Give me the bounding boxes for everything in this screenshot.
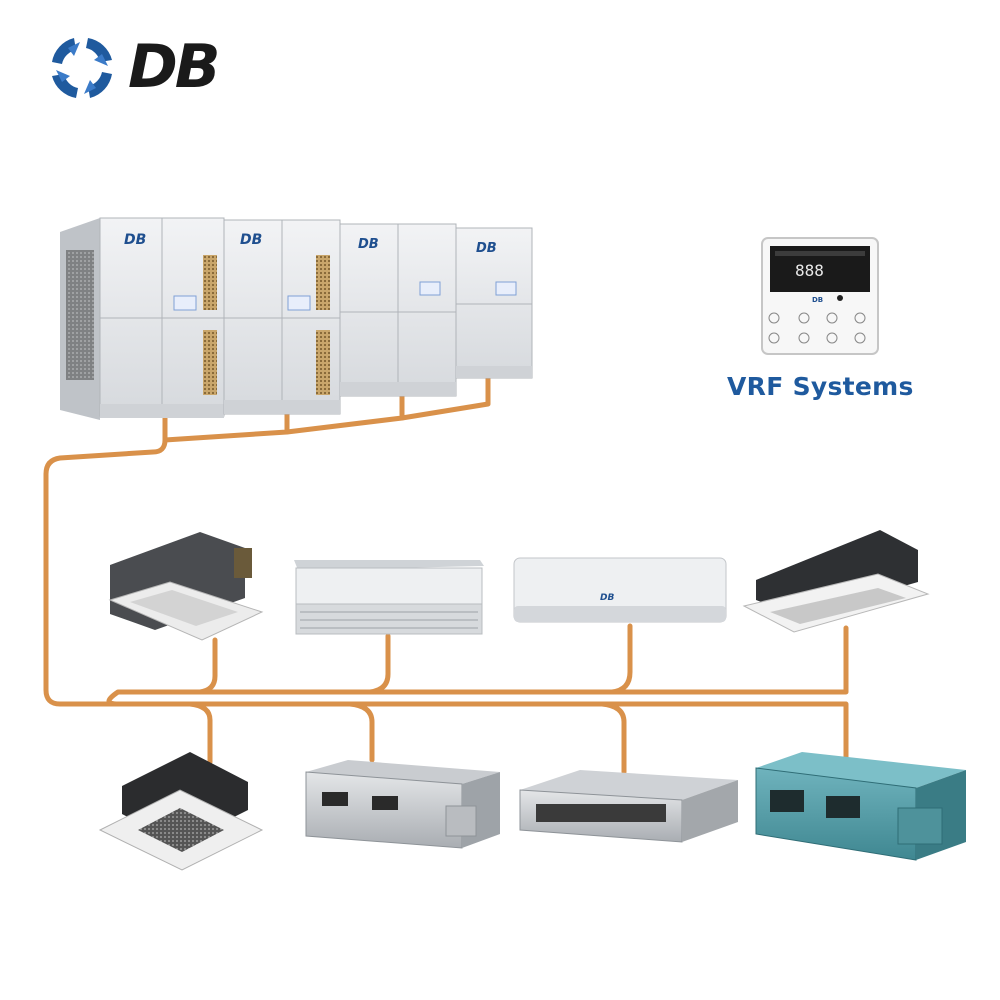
wired-remote-controller: 888 DB bbox=[761, 237, 879, 355]
one-way-cassette-unit-icon bbox=[742, 530, 930, 633]
fan-swirl-logo-icon bbox=[52, 38, 112, 98]
svg-text:DB: DB bbox=[124, 232, 146, 248]
high-static-ducted-unit-icon bbox=[755, 752, 966, 861]
svg-text:DB: DB bbox=[358, 237, 379, 252]
refrigerant-piping bbox=[43, 369, 849, 775]
svg-text:DB: DB bbox=[600, 593, 614, 603]
caption-title: VRF Systems bbox=[727, 372, 914, 401]
outdoor-unit: DB bbox=[455, 227, 533, 379]
remote-brand: DB bbox=[812, 296, 823, 304]
cassette-unit-icon bbox=[108, 532, 264, 641]
svg-text:DB: DB bbox=[240, 232, 262, 248]
remote-display: 888 bbox=[795, 261, 824, 280]
svg-text:DB: DB bbox=[476, 241, 497, 256]
brand-logo-text: DB bbox=[128, 32, 221, 102]
outdoor-unit: DB bbox=[60, 217, 225, 420]
outdoor-unit: DB bbox=[223, 219, 341, 415]
slim-ducted-unit-icon bbox=[519, 770, 738, 843]
floor-ceiling-unit-icon bbox=[294, 560, 484, 635]
wall-split-unit-icon: DB bbox=[513, 557, 727, 623]
four-way-cassette-unit-icon bbox=[98, 752, 264, 871]
outdoor-unit: DB bbox=[339, 223, 457, 397]
ducted-unit-icon bbox=[305, 760, 500, 849]
outdoor-unit-bank: DB DB DB DB bbox=[60, 217, 533, 420]
